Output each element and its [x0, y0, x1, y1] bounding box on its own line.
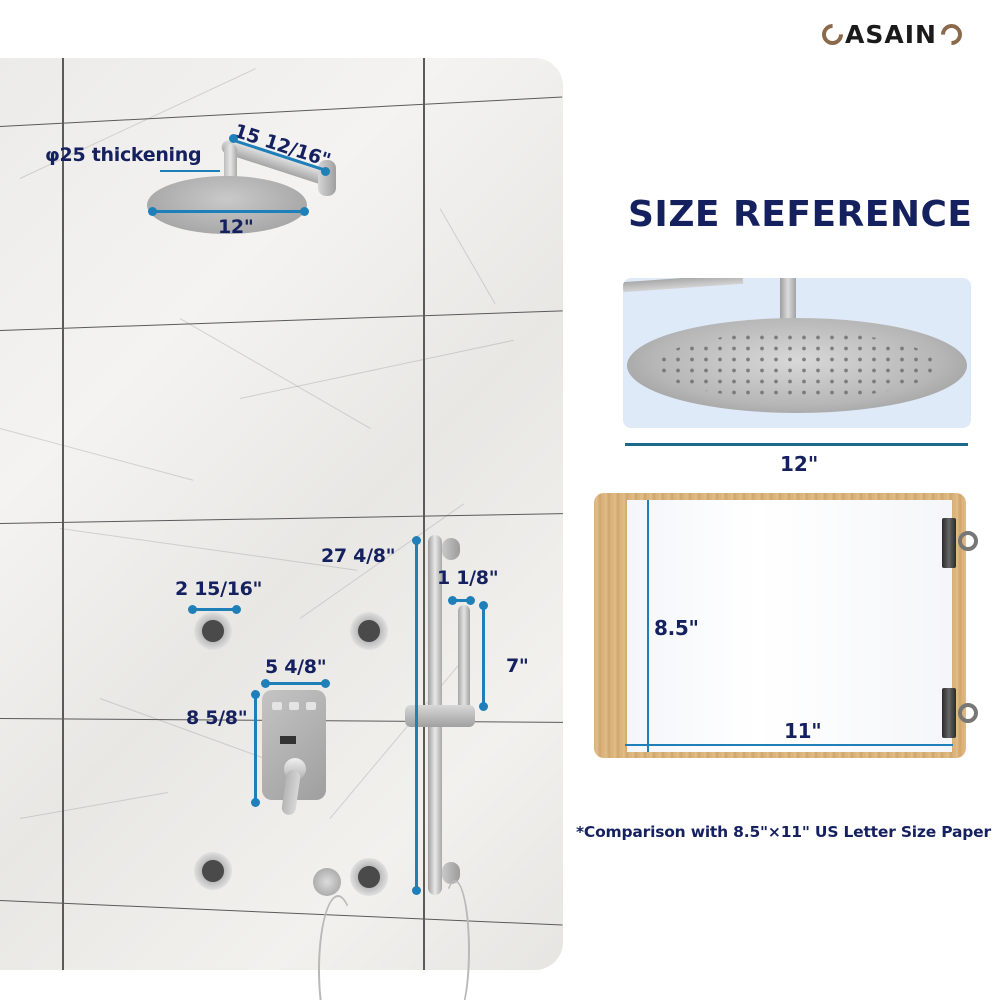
binder-clip-icon — [942, 518, 956, 568]
arm-thickness-label: φ25 thickening — [45, 144, 202, 166]
logo-ring-icon — [936, 19, 967, 50]
shower-hose — [318, 895, 358, 1000]
reference-showerhead — [627, 318, 967, 413]
arm-thickness-pointer — [160, 170, 220, 172]
valve-width-label: 5 4/8" — [265, 656, 327, 678]
size-reference-title: SIZE REFERENCE — [628, 194, 973, 235]
paper-width-label: 11" — [784, 719, 822, 743]
body-jet — [350, 612, 388, 650]
body-jet-diameter-label: 2 15/16" — [175, 578, 263, 600]
valve-width-line — [265, 682, 325, 685]
showerhead-diameter-label: 12" — [218, 216, 254, 238]
rain-showerhead — [147, 176, 307, 234]
dim-endpoint — [321, 167, 330, 176]
dim-endpoint — [300, 207, 309, 216]
showerhead-reference-image — [623, 278, 971, 428]
dim-endpoint — [321, 679, 330, 688]
body-jet — [194, 612, 232, 650]
diverter-valve — [262, 690, 326, 816]
body-jet-diameter-line — [192, 608, 236, 611]
slide-bar-mount — [442, 862, 460, 884]
reference-shower-stem — [780, 278, 796, 324]
dim-endpoint — [261, 679, 270, 688]
brand-name: ASAIN — [845, 20, 937, 49]
binder-clip-ring — [958, 703, 978, 723]
valve-height-line — [254, 694, 257, 802]
hand-shower-diameter-label: 1 1/8" — [437, 567, 499, 589]
shower-arm-drop — [224, 144, 237, 182]
binder-clip-ring — [958, 531, 978, 551]
hand-shower — [458, 605, 470, 715]
slide-bar-length-label: 27 4/8" — [321, 545, 396, 567]
brand-logo: ASAIN — [817, 19, 967, 50]
paper-width-line — [625, 744, 953, 746]
hand-shower-length-line — [482, 605, 485, 705]
dim-endpoint — [229, 134, 238, 143]
dim-endpoint — [148, 207, 157, 216]
slide-bar-length-line — [415, 540, 418, 890]
body-jet — [350, 858, 388, 896]
dim-endpoint — [412, 536, 421, 545]
showerhead-diameter-line — [152, 210, 304, 213]
hand-shower-length-label: 7" — [506, 655, 529, 677]
dim-endpoint — [251, 690, 260, 699]
dim-endpoint — [466, 596, 475, 605]
dim-endpoint — [448, 596, 457, 605]
hand-shower-diameter-line — [453, 599, 471, 602]
slide-bar-mount — [442, 538, 460, 560]
letter-paper — [627, 500, 952, 752]
paper-height-line — [647, 500, 649, 752]
comparison-footnote: *Comparison with 8.5"×11" US Letter Size… — [576, 823, 991, 841]
dim-endpoint — [412, 886, 421, 895]
reference-width-label: 12" — [780, 452, 819, 476]
dim-endpoint — [232, 605, 241, 614]
reference-shower-arm — [623, 278, 744, 293]
water-supply-elbow — [313, 868, 341, 896]
paper-height-label: 8.5" — [654, 616, 699, 640]
reference-width-line — [625, 443, 968, 446]
body-jet — [194, 852, 232, 890]
dim-endpoint — [479, 601, 488, 610]
slide-bar-holder — [405, 705, 475, 727]
valve-height-label: 8 5/8" — [186, 707, 248, 729]
temperature-display — [280, 736, 296, 744]
binder-clip-icon — [942, 688, 956, 738]
dim-endpoint — [251, 798, 260, 807]
shower-hose — [440, 880, 470, 1000]
dim-endpoint — [188, 605, 197, 614]
dim-endpoint — [479, 702, 488, 711]
